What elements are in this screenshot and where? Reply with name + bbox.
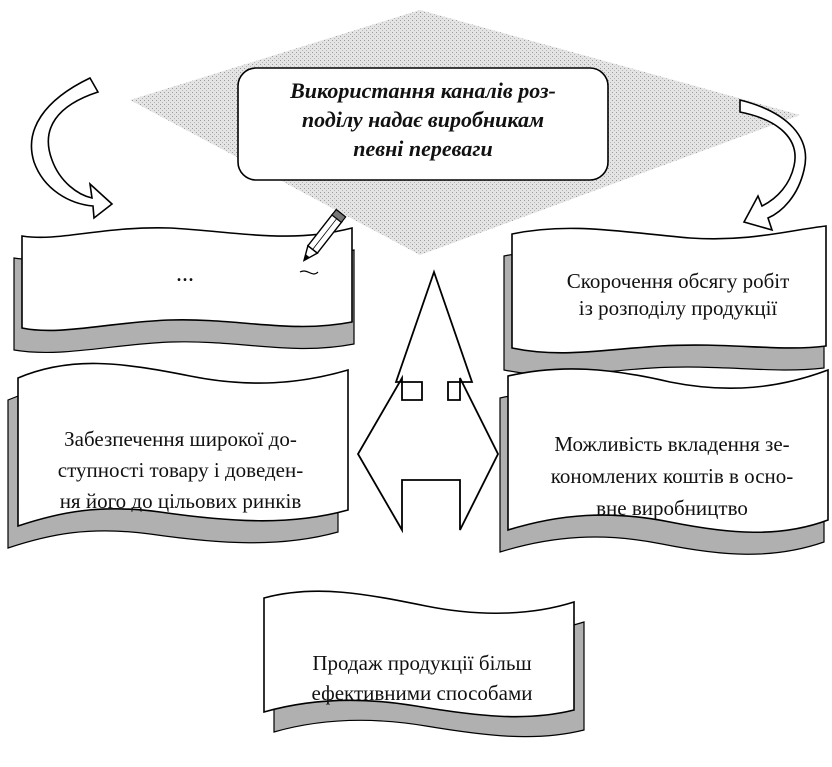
double-arrow-icon [358,272,498,530]
box-top-left-text: ... [150,262,220,286]
curved-arrow-left-icon [31,78,112,218]
box-top-right-text: Скорочення обсягу робіт із розподілу про… [528,268,828,322]
box-top-left-shape [14,228,354,353]
box-middle-right-text: Можливість вкладення зе- кономлених кошт… [516,428,828,524]
box-bottom-text: Продаж продукції більш ефективними спосо… [272,648,572,708]
diagram-title: Використання каналів роз- поділу надає в… [246,76,600,163]
box-middle-left-text: Забезпечення широкої до- ступності товар… [18,424,343,517]
